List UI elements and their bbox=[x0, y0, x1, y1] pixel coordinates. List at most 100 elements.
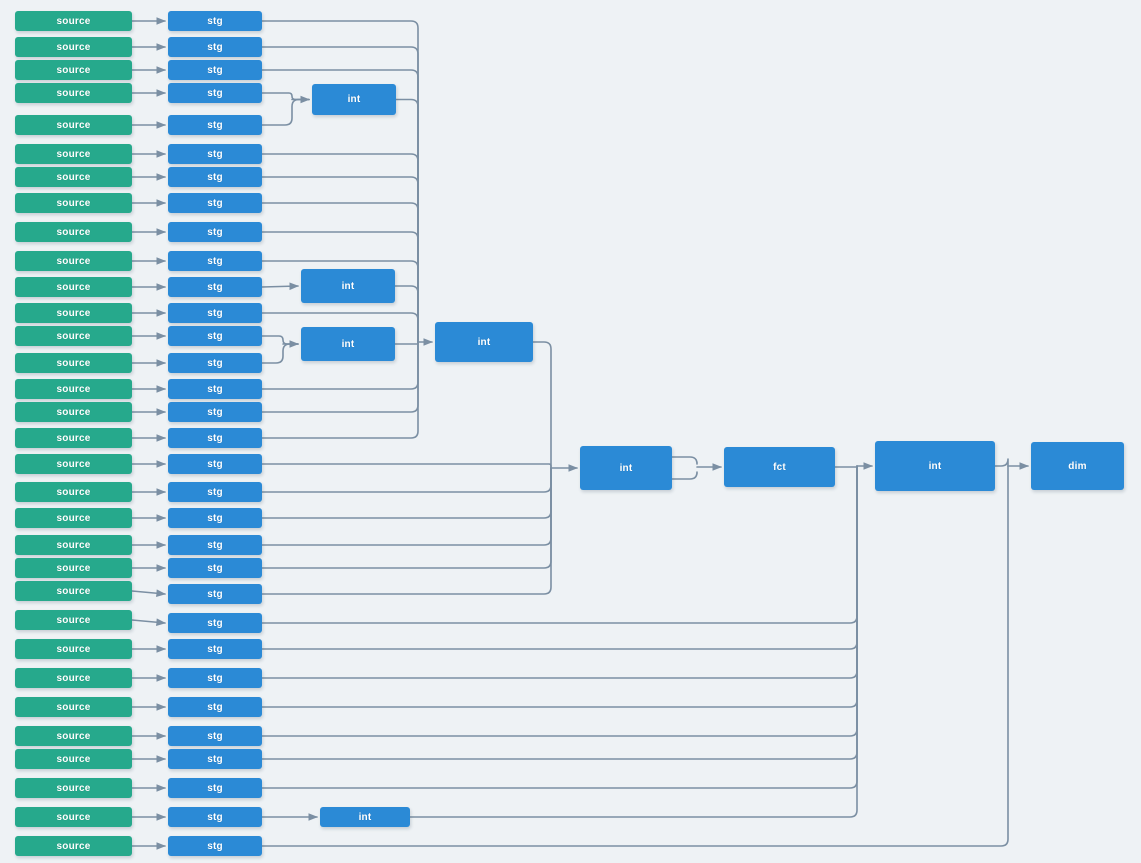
edge bbox=[261, 467, 552, 569]
node-label: source bbox=[56, 406, 91, 418]
node-label: stg bbox=[207, 307, 223, 319]
node-dim-dim1[interactable]: dim bbox=[1031, 442, 1124, 490]
node-source-src3[interactable]: source bbox=[15, 60, 132, 80]
node-stg-stg19[interactable]: stg bbox=[168, 482, 262, 502]
node-int-intE[interactable]: int bbox=[580, 446, 672, 490]
node-stg-stg11[interactable]: stg bbox=[168, 277, 262, 297]
node-stg-stg10[interactable]: stg bbox=[168, 251, 262, 271]
node-int-intB[interactable]: int bbox=[301, 269, 395, 303]
node-source-src13[interactable]: source bbox=[15, 326, 132, 346]
node-source-src16[interactable]: source bbox=[15, 402, 132, 422]
node-source-src9[interactable]: source bbox=[15, 222, 132, 242]
node-stg-stg12[interactable]: stg bbox=[168, 303, 262, 323]
node-stg-stg22[interactable]: stg bbox=[168, 558, 262, 578]
node-int-intG[interactable]: int bbox=[320, 807, 410, 827]
node-source-src1[interactable]: source bbox=[15, 11, 132, 31]
node-source-src8[interactable]: source bbox=[15, 193, 132, 213]
node-stg-stg24[interactable]: stg bbox=[168, 613, 262, 633]
node-stg-stg20[interactable]: stg bbox=[168, 508, 262, 528]
node-source-src12[interactable]: source bbox=[15, 303, 132, 323]
node-stg-stg9[interactable]: stg bbox=[168, 222, 262, 242]
edge bbox=[261, 465, 858, 737]
node-label: stg bbox=[207, 588, 223, 600]
edge bbox=[131, 618, 166, 627]
node-label: int bbox=[619, 462, 633, 474]
node-source-src28[interactable]: source bbox=[15, 726, 132, 746]
node-source-src24[interactable]: source bbox=[15, 610, 132, 630]
node-stg-stg29[interactable]: stg bbox=[168, 749, 262, 769]
node-stg-stg4[interactable]: stg bbox=[168, 83, 262, 103]
node-label: source bbox=[56, 307, 91, 319]
node-source-src4[interactable]: source bbox=[15, 83, 132, 103]
node-source-src5[interactable]: source bbox=[15, 115, 132, 135]
node-source-src23[interactable]: source bbox=[15, 581, 132, 601]
node-int-intC[interactable]: int bbox=[301, 327, 395, 361]
node-source-src26[interactable]: source bbox=[15, 668, 132, 688]
node-label: source bbox=[56, 171, 91, 183]
node-label: stg bbox=[207, 171, 223, 183]
node-source-src32[interactable]: source bbox=[15, 836, 132, 856]
node-source-src10[interactable]: source bbox=[15, 251, 132, 271]
node-int-intD[interactable]: int bbox=[435, 322, 533, 362]
node-int-intF[interactable]: int bbox=[875, 441, 995, 491]
node-label: source bbox=[56, 539, 91, 551]
node-source-src6[interactable]: source bbox=[15, 144, 132, 164]
node-stg-stg5[interactable]: stg bbox=[168, 115, 262, 135]
edge bbox=[261, 335, 299, 345]
node-stg-stg27[interactable]: stg bbox=[168, 697, 262, 717]
node-stg-stg3[interactable]: stg bbox=[168, 60, 262, 80]
node-source-src18[interactable]: source bbox=[15, 454, 132, 474]
node-stg-stg7[interactable]: stg bbox=[168, 167, 262, 187]
node-label: source bbox=[56, 41, 91, 53]
node-stg-stg15[interactable]: stg bbox=[168, 379, 262, 399]
node-stg-stg21[interactable]: stg bbox=[168, 535, 262, 555]
node-label: stg bbox=[207, 672, 223, 684]
node-stg-stg16[interactable]: stg bbox=[168, 402, 262, 422]
node-stg-stg2[interactable]: stg bbox=[168, 37, 262, 57]
node-source-src25[interactable]: source bbox=[15, 639, 132, 659]
node-source-src19[interactable]: source bbox=[15, 482, 132, 502]
node-label: int bbox=[928, 460, 942, 472]
node-source-src30[interactable]: source bbox=[15, 778, 132, 798]
node-stg-stg17[interactable]: stg bbox=[168, 428, 262, 448]
node-source-src15[interactable]: source bbox=[15, 379, 132, 399]
node-source-src20[interactable]: source bbox=[15, 508, 132, 528]
node-source-src17[interactable]: source bbox=[15, 428, 132, 448]
edge bbox=[261, 282, 299, 291]
node-label: stg bbox=[207, 782, 223, 794]
node-stg-stg13[interactable]: stg bbox=[168, 326, 262, 346]
node-source-src27[interactable]: source bbox=[15, 697, 132, 717]
node-source-src14[interactable]: source bbox=[15, 353, 132, 373]
node-label: stg bbox=[207, 643, 223, 655]
edge bbox=[261, 467, 552, 493]
node-source-src29[interactable]: source bbox=[15, 749, 132, 769]
edge bbox=[261, 463, 552, 469]
node-label: source bbox=[56, 840, 91, 852]
node-label: stg bbox=[207, 512, 223, 524]
node-stg-stg8[interactable]: stg bbox=[168, 193, 262, 213]
node-stg-stg1[interactable]: stg bbox=[168, 11, 262, 31]
node-stg-stg30[interactable]: stg bbox=[168, 778, 262, 798]
node-stg-stg32[interactable]: stg bbox=[168, 836, 262, 856]
node-stg-stg26[interactable]: stg bbox=[168, 668, 262, 688]
node-stg-stg14[interactable]: stg bbox=[168, 353, 262, 373]
node-label: source bbox=[56, 753, 91, 765]
node-stg-stg18[interactable]: stg bbox=[168, 454, 262, 474]
node-stg-stg31[interactable]: stg bbox=[168, 807, 262, 827]
node-source-src11[interactable]: source bbox=[15, 277, 132, 297]
node-stg-stg25[interactable]: stg bbox=[168, 639, 262, 659]
node-stg-stg28[interactable]: stg bbox=[168, 726, 262, 746]
node-source-src7[interactable]: source bbox=[15, 167, 132, 187]
node-stg-stg23[interactable]: stg bbox=[168, 584, 262, 604]
node-label: source bbox=[56, 614, 91, 626]
node-source-src2[interactable]: source bbox=[15, 37, 132, 57]
node-fct-fct1[interactable]: fct bbox=[724, 447, 835, 487]
node-source-src21[interactable]: source bbox=[15, 535, 132, 555]
node-source-src31[interactable]: source bbox=[15, 807, 132, 827]
node-source-src22[interactable]: source bbox=[15, 558, 132, 578]
node-label: stg bbox=[207, 432, 223, 444]
node-label: source bbox=[56, 64, 91, 76]
node-label: source bbox=[56, 148, 91, 160]
node-int-intA[interactable]: int bbox=[312, 84, 396, 115]
node-stg-stg6[interactable]: stg bbox=[168, 144, 262, 164]
